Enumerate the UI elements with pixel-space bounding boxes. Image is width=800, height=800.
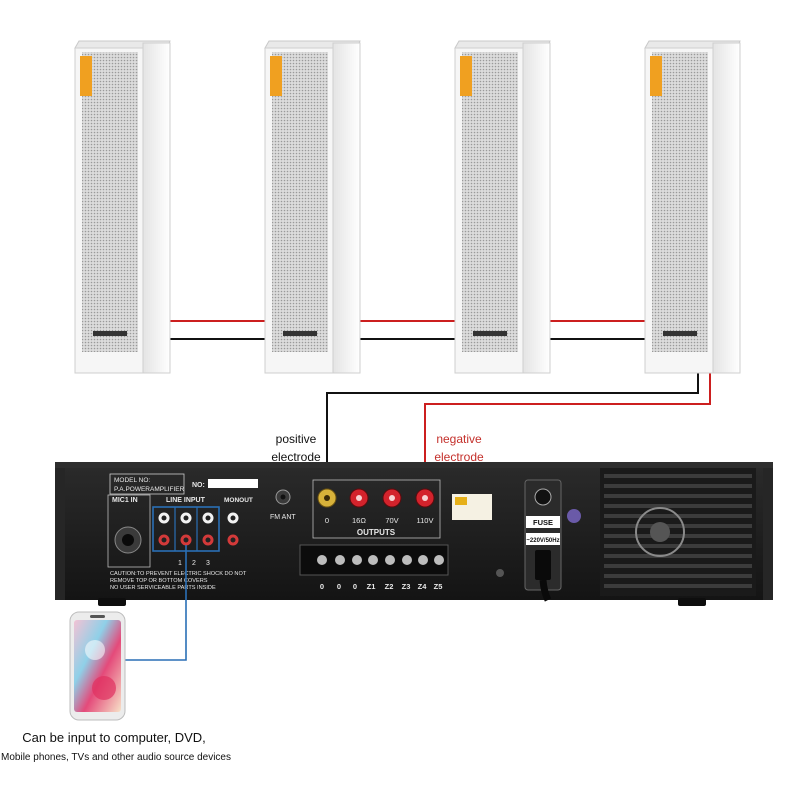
speaker-2 [264, 40, 361, 374]
negative-label-line2: electrode [434, 450, 484, 464]
fm-antenna-jack [280, 494, 286, 500]
terminal-label-110v: 110V [417, 516, 434, 525]
outputs-label: OUTPUTS [357, 528, 396, 537]
zone-label-8: Z5 [434, 582, 443, 591]
channel-3: 3 [206, 560, 210, 567]
mic-jack [122, 534, 134, 546]
caption-line-1: Can be input to computer, DVD, [22, 730, 206, 745]
positive-electrode-label: positive electrode [270, 430, 322, 464]
zone-label-2: 0 [337, 582, 341, 591]
terminal-label-70v: 70V [385, 516, 398, 525]
speaker-chain-wires [170, 320, 645, 340]
zone-label-4: Z1 [367, 582, 376, 591]
zone-label-7: Z4 [418, 582, 428, 591]
serial-no-field [208, 479, 258, 488]
terminal-label-0: 0 [325, 516, 329, 525]
fuse-holder [534, 488, 552, 506]
speaker-4 [644, 40, 741, 374]
positive-label-line1: positive [276, 432, 317, 446]
zone-label-5: Z2 [385, 582, 394, 591]
fuse-label: FUSE [533, 518, 553, 527]
fm-ant-label: FM ANT [270, 514, 296, 521]
channel-2: 2 [192, 560, 196, 567]
monout-label: MONOUT [224, 497, 253, 504]
zone-label-3: 0 [353, 582, 357, 591]
phone-screen [74, 620, 121, 712]
smartphone [69, 611, 126, 721]
amplifier-rear-panel: MODEL NO: P.A.POWERAMPLIFIER NO: MIC1 IN… [55, 462, 773, 606]
negative-electrode-label: negative electrode [432, 430, 486, 464]
ground-screw [567, 509, 581, 523]
zone-label-6: Z3 [402, 582, 411, 591]
serial-no-label: NO: [192, 482, 205, 489]
input-cable [124, 545, 187, 661]
channel-1: 1 [178, 560, 182, 567]
speaker-1 [74, 40, 171, 374]
amplifier-feed-wires [326, 368, 711, 492]
caption-line-2: Mobile phones, TVs and other audio sourc… [1, 752, 231, 763]
model-no-label: MODEL NO: [114, 477, 150, 484]
caution-line-2: REMOVE TOP OR BOTTOM COVERS [110, 578, 208, 584]
terminal-label-16ohm: 16Ω [352, 516, 366, 525]
speaker-3 [454, 40, 551, 374]
mic-in-label: MIC1 IN [112, 497, 138, 504]
caution-line-3: NO USER SERVICEABLE PARTS INSIDE [110, 585, 216, 591]
power-cord [535, 550, 551, 580]
caution-line-1: CAUTION:TO PREVENT ELECTRIC SHOCK DO NOT [110, 571, 247, 577]
line-input-label: LINE INPUT [166, 497, 206, 504]
zone-label-1: 0 [320, 582, 324, 591]
model-name: P.A.POWERAMPLIFIER [114, 486, 185, 493]
positive-label-line2: electrode [271, 450, 321, 464]
voltage-label: ~220V/50Hz [526, 538, 559, 544]
negative-label-line1: negative [436, 432, 482, 446]
fan-icon [650, 522, 670, 542]
